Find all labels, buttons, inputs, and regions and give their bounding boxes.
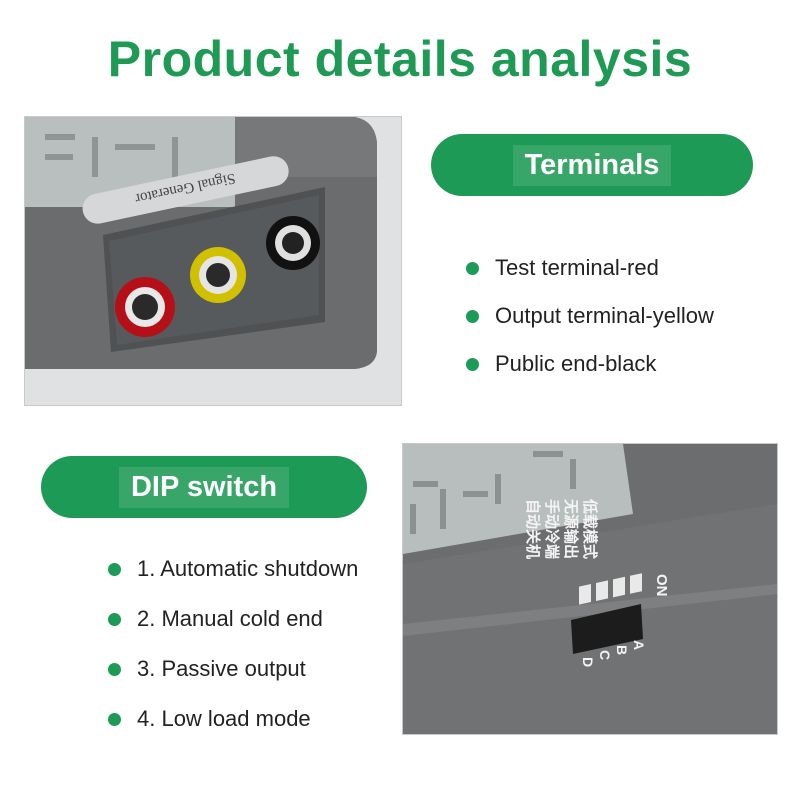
bullet-icon (108, 612, 121, 626)
dip-label-2: 手动冷端 (543, 499, 561, 559)
list-item: Output terminal-yellow (466, 292, 714, 340)
terminals-heading: Terminals (512, 144, 672, 186)
yellow-terminal (190, 247, 246, 303)
list-item: 1. Automatic shutdown (108, 544, 358, 594)
dip-label-4: 低载模式 (581, 498, 599, 559)
terminals-list: Test terminal-red Output terminal-yellow… (466, 244, 714, 388)
dip-heading: DIP switch (118, 466, 290, 508)
list-item: Test terminal-red (466, 244, 714, 292)
terminals-heading-pill: Terminals (431, 134, 753, 196)
dip-on-label: ON (653, 574, 670, 597)
dip-label-1: 自动关机 (524, 499, 542, 559)
bullet-icon (108, 712, 121, 726)
page-title: Product details analysis (107, 31, 693, 87)
bullet-icon (466, 309, 479, 323)
list-item: 4. Low load mode (108, 694, 358, 744)
dip-letter-d: D (580, 657, 596, 667)
dip-switch-block (571, 573, 643, 654)
list-item: Public end-black (466, 340, 714, 388)
bullet-icon (108, 662, 121, 676)
bullet-icon (108, 562, 121, 576)
list-item: 3. Passive output (108, 644, 358, 694)
dip-letter-a: A (631, 640, 647, 650)
dip-letter-c: C (597, 650, 613, 660)
bullet-icon (466, 357, 479, 371)
dip-switch-photo: 自动关机 手动冷端 无源输出 低载模式 ON A B C D (402, 443, 778, 735)
dip-list: 1. Automatic shutdown 2. Manual cold end… (108, 544, 358, 744)
bullet-icon (466, 261, 479, 275)
black-terminal (266, 216, 320, 270)
terminals-photo: Signal Generator (24, 116, 402, 406)
dip-label-3: 无源输出 (562, 498, 580, 559)
dip-letter-b: B (614, 645, 630, 655)
list-item: 2. Manual cold end (108, 594, 358, 644)
red-terminal (115, 277, 175, 337)
dip-heading-pill: DIP switch (41, 456, 367, 518)
